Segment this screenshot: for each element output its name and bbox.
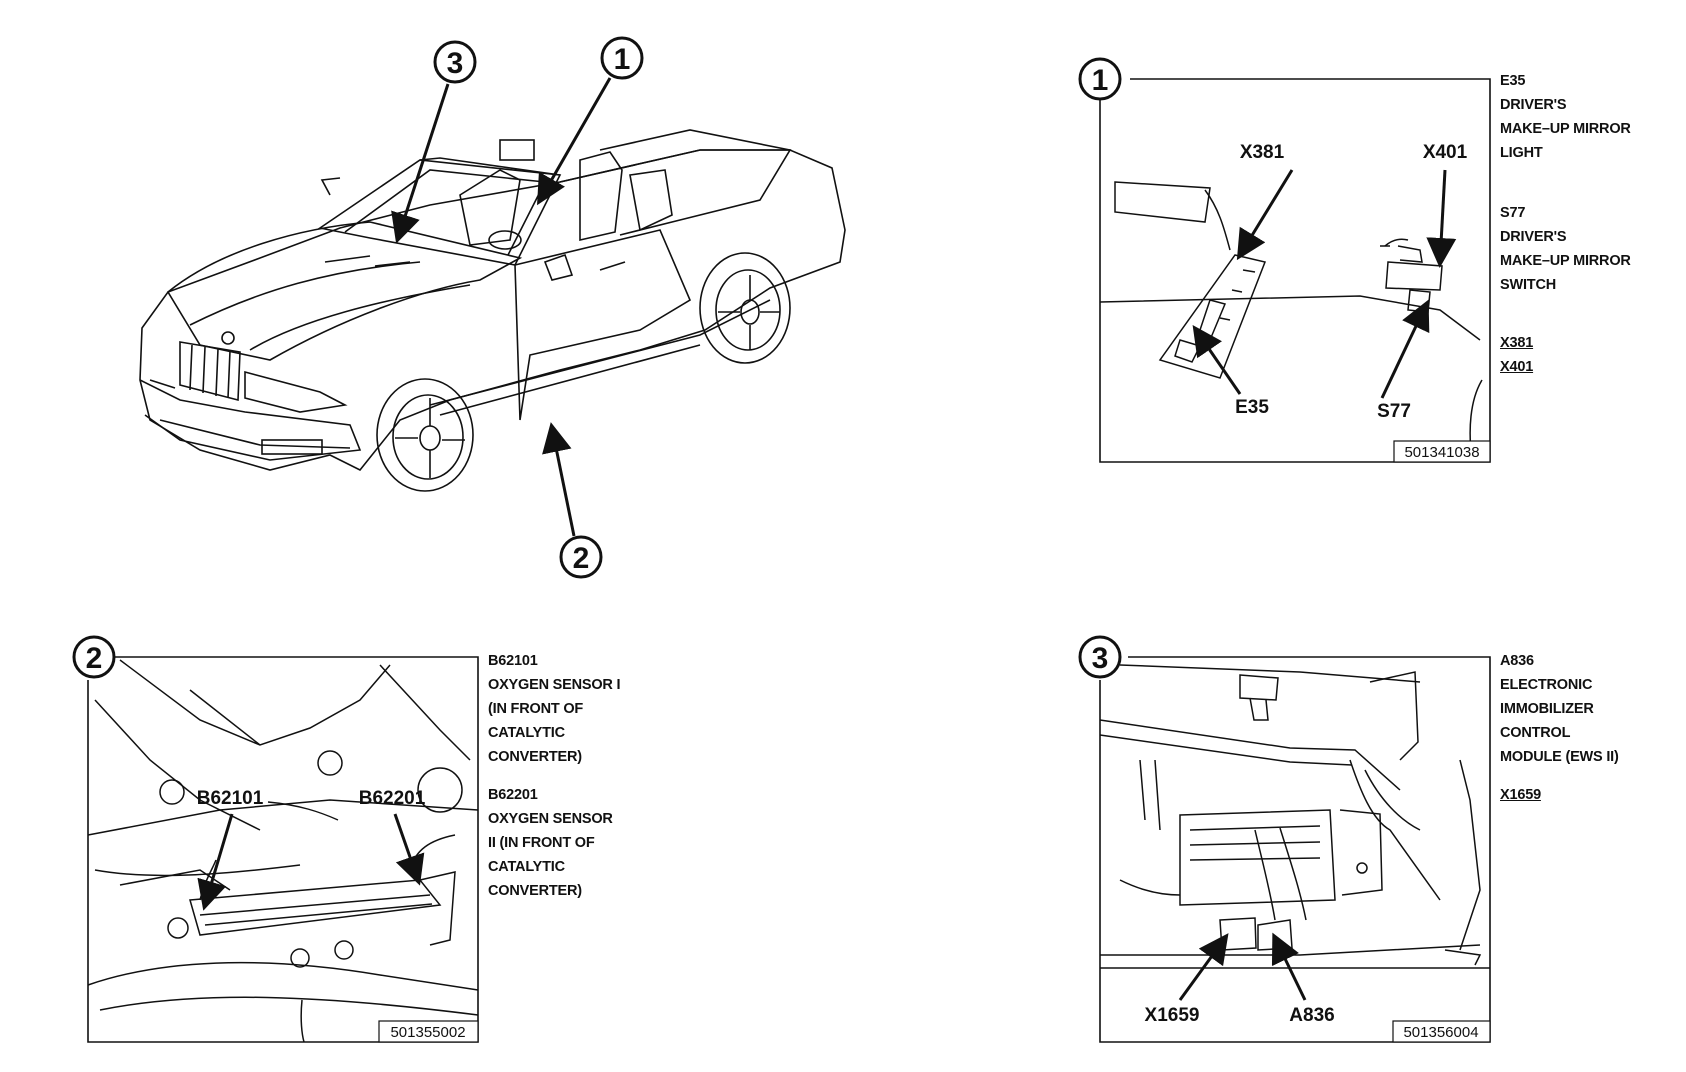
panel-1-detail: 1 X381 X401 E35 S77 501341038	[1078, 57, 1491, 463]
legend-e35-line3: LIGHT	[1500, 145, 1543, 161]
legend-a836-line3: CONTROL	[1500, 725, 1571, 741]
overview-callout-3-text: 3	[447, 47, 464, 80]
legend-e35-code: E35	[1500, 73, 1526, 89]
overview-callout-2-text: 2	[573, 542, 590, 575]
legend-b62101-line4: CONVERTER)	[488, 749, 582, 765]
overview-callout-3: 3	[391, 40, 477, 244]
panel-3-ref: 501356004	[1403, 1024, 1478, 1041]
legend-a836-line2: IMMOBILIZER	[1500, 701, 1594, 717]
legend-conn-x381: X381	[1500, 335, 1534, 351]
legend-conn-x401: X401	[1500, 359, 1534, 375]
legend-s77-line3: SWITCH	[1500, 277, 1556, 293]
legend-b62101-code: B62101	[488, 653, 538, 669]
panel-1-legend: E35 DRIVER'S MAKE–UP MIRROR LIGHT S77 DR…	[1500, 69, 1631, 379]
legend-b62201-line3: CATALYTIC	[488, 859, 565, 875]
overview-callout-2: 2	[542, 422, 603, 579]
panel-2-number: 2	[86, 642, 103, 675]
panel-3-label-a836: A836	[1289, 1005, 1334, 1026]
legend-b62201-line1: OXYGEN SENSOR	[488, 811, 613, 827]
panel-2-label-b62201: B62201	[359, 788, 426, 809]
legend-b62101-line2: (IN FRONT OF	[488, 701, 584, 717]
legend-a836-line4: MODULE (EWS II)	[1500, 749, 1619, 765]
overview-callout-1-text: 1	[614, 43, 631, 76]
legend-e35-line1: DRIVER'S	[1500, 97, 1567, 113]
legend-conn-x1659: X1659	[1500, 787, 1541, 803]
legend-a836-line1: ELECTRONIC	[1500, 677, 1593, 693]
legend-b62101-line1: OXYGEN SENSOR I	[488, 677, 621, 693]
panel-3-number: 3	[1092, 642, 1109, 675]
panel-1-label-s77: S77	[1377, 401, 1411, 422]
legend-e35-line2: MAKE–UP MIRROR	[1500, 121, 1631, 137]
panel-1-label-x381: X381	[1240, 142, 1285, 163]
legend-b62201-line2: II (IN FRONT OF	[488, 835, 595, 851]
legend-b62201-code: B62201	[488, 787, 538, 803]
panel-1-ref: 501341038	[1404, 444, 1479, 461]
panel-1-label-x401: X401	[1423, 142, 1468, 163]
car-overview-illustration	[139, 129, 846, 492]
legend-s77-code: S77	[1500, 205, 1526, 221]
panel-1-label-e35: E35	[1235, 397, 1269, 418]
legend-s77-line1: DRIVER'S	[1500, 229, 1567, 245]
panel-3-legend: A836 ELECTRONIC IMMOBILIZER CONTROL MODU…	[1500, 649, 1619, 807]
panel-2-detail: 2 B62101 B62201	[72, 635, 479, 1043]
panel-3-detail: 3 X1659 A836	[1078, 635, 1491, 1043]
panel-3-label-x1659: X1659	[1145, 1005, 1200, 1026]
panel-1-mirror-drawing	[1099, 181, 1483, 461]
legend-a836-code: A836	[1500, 653, 1534, 669]
panel-3-dash-drawing	[1099, 664, 1490, 969]
legend-b62201-line4: CONVERTER)	[488, 883, 582, 899]
panel-2-engine-drawing	[87, 659, 479, 1043]
legend-s77-line2: MAKE–UP MIRROR	[1500, 253, 1631, 269]
panel-1-number: 1	[1092, 64, 1109, 97]
overview-callout-1: 1	[537, 36, 644, 206]
legend-b62101-line3: CATALYTIC	[488, 725, 565, 741]
panel-2-ref: 501355002	[390, 1024, 465, 1041]
panel-2-label-b62101: B62101	[197, 788, 264, 809]
panel-2-legend: B62101 OXYGEN SENSOR I (IN FRONT OF CATA…	[488, 649, 621, 903]
